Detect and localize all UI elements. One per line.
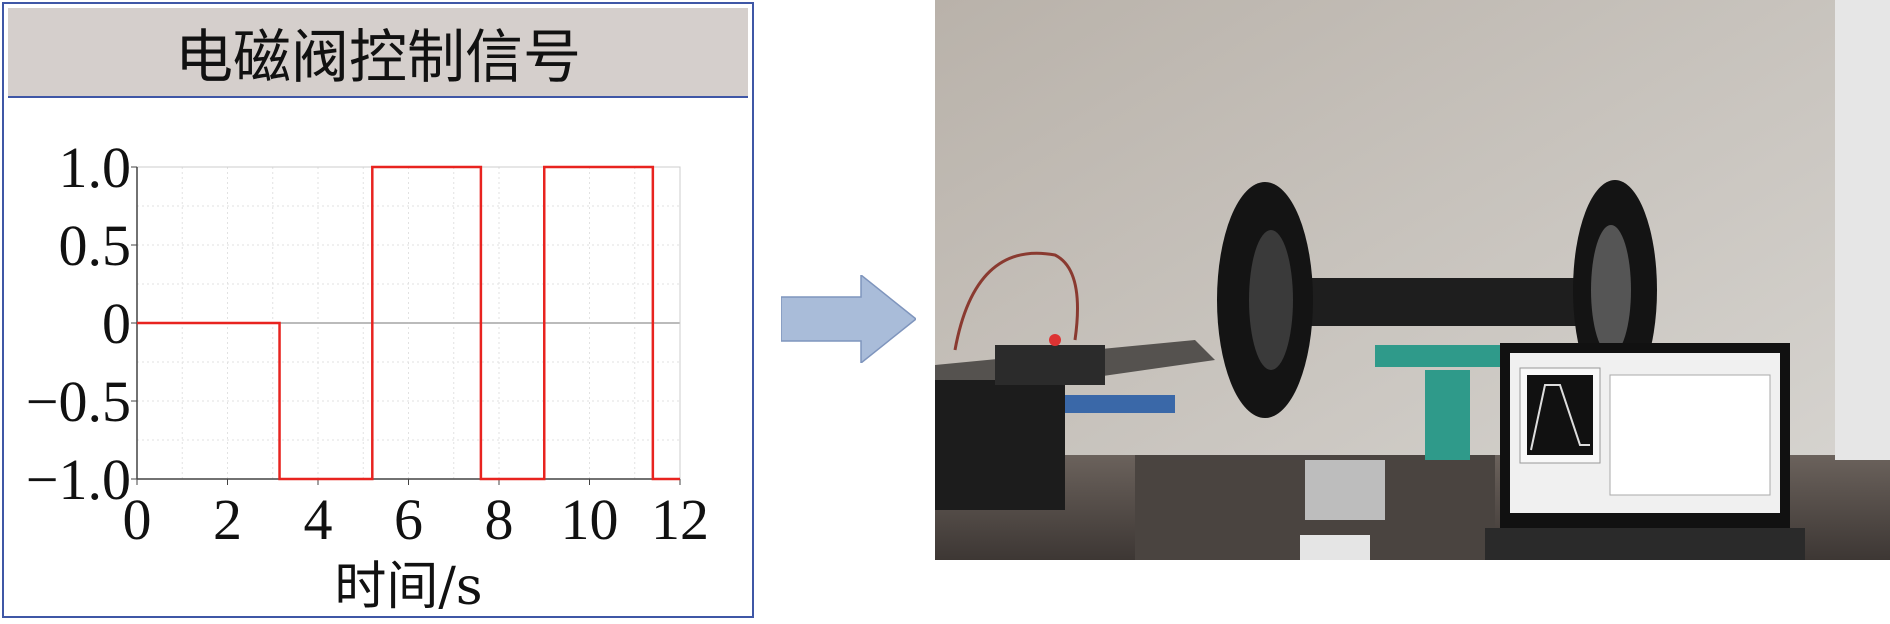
signal-line <box>137 165 680 481</box>
x-tick-label: 10 <box>561 487 619 552</box>
chart-title: 电磁阀控制信号 <box>8 8 748 98</box>
stand <box>1425 370 1470 460</box>
y-tick-label: 1.0 <box>59 135 132 200</box>
test-bench-photo <box>935 0 1890 560</box>
x-tick-label: 8 <box>485 487 514 552</box>
x-tick-label: 12 <box>651 487 709 552</box>
x-tick-label: 6 <box>394 487 423 552</box>
y-tick-label: −1.0 <box>26 447 131 512</box>
x-tick-label: 2 <box>213 487 242 552</box>
x-tick-label: 0 <box>123 487 152 552</box>
arrow-right-icon <box>781 275 916 363</box>
battery <box>935 380 1065 510</box>
x-axis-label: 时间/s <box>334 557 482 616</box>
x-tick-label: 4 <box>304 487 333 552</box>
power-supply <box>1305 460 1385 520</box>
y-tick-label: 0.5 <box>59 213 132 278</box>
axle <box>1280 278 1610 326</box>
shelf <box>1835 0 1890 460</box>
y-tick-label: −0.5 <box>26 369 131 434</box>
y-tick-label: 0 <box>102 291 131 356</box>
